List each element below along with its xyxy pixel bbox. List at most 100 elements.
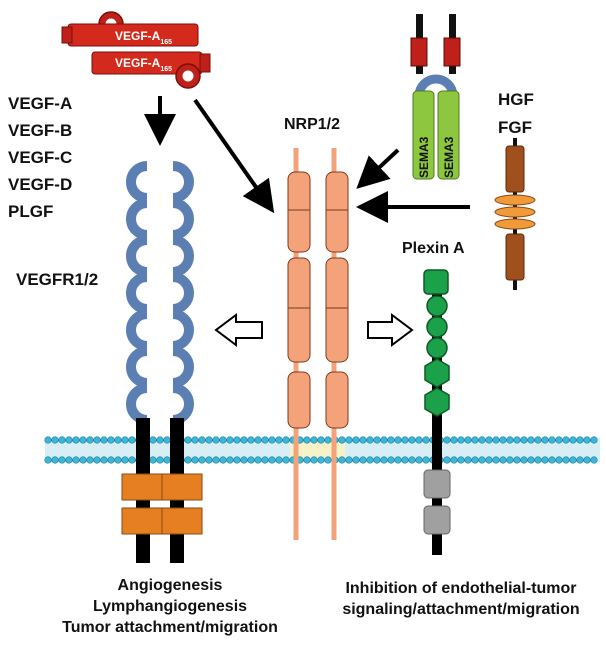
lipid-head [401,436,409,444]
lipid-head [506,436,514,444]
outcome-right: Inhibition of endothelial-tumor signalin… [318,578,604,620]
lipid-head [44,436,52,444]
vegfr-ig-domain [126,161,148,203]
vegfr-ig-domain [172,383,194,425]
lipid-head [387,456,395,464]
lipid-head [240,436,248,444]
vegfr-ig-domain [172,198,194,240]
lipid-head [198,436,206,444]
lipid-head [184,456,192,464]
lipid-head [121,456,129,464]
hgf-label: HGF [498,90,534,109]
lipid-head [576,456,584,464]
vegfr-kinase-domains [121,473,203,535]
vegf-top-label: VEGF-A165 [115,29,172,46]
lipid-head [233,436,241,444]
lipid-head [541,436,549,444]
vegfr-ig-domain [126,272,148,314]
vegfr-ig-domain [172,161,194,203]
lipid-head [156,456,164,464]
lipid-head [471,456,479,464]
lipid-head [338,456,346,464]
lipid-head [107,436,115,444]
lipid-head [114,456,122,464]
lipid-head [226,456,234,464]
lipid-head [366,436,374,444]
lipid-head [464,436,472,444]
vegf-ligand-top [61,11,199,47]
vegfr-ig-domain [172,309,194,351]
sema3-left-label: SEMA3 [417,136,431,178]
lipid-head [422,436,430,444]
lipid-head [261,436,269,444]
lipid-head [415,456,423,464]
outcome-left-line: Angiogenesis [117,577,223,594]
lipid-head [373,436,381,444]
lipid-head [345,456,353,464]
lipid-head [499,456,507,464]
sema3-right-label: SEMA3 [442,136,456,178]
arrow-vegf-to-nrp [193,98,275,214]
lipid-head [387,436,395,444]
lipid-head [583,456,591,464]
lipid-head [422,456,430,464]
lipid-head [478,436,486,444]
lipid-head [93,436,101,444]
lipid-head [520,456,528,464]
lipid-head [464,456,472,464]
lipid-head [506,456,514,464]
lipid-head [254,436,262,444]
lipid-head [443,456,451,464]
vegf-bottom-label: VEGF-A165 [115,56,172,73]
lipid-head [457,456,465,464]
lipid-head [149,456,157,464]
lipid-head [324,436,332,444]
lipid-head [457,436,465,444]
lipid-head [562,436,570,444]
lipid-head [128,456,136,464]
lipid-head [590,456,598,464]
lipid-head [478,456,486,464]
lipid-head [443,436,451,444]
sema3-ligand [410,14,461,180]
lipid-head [569,436,577,444]
lipid-head [72,436,80,444]
lipid-head [163,436,171,444]
lipid-head [156,436,164,444]
lipid-head [513,436,521,444]
ligand-item: VEGF-D [8,175,73,194]
lipid-head [86,436,94,444]
lipid-head [359,456,367,464]
lipid-head [380,436,388,444]
outline-arrow-to-vegfr [214,313,263,347]
lipid-head [534,456,542,464]
lipid-head [590,436,598,444]
lipid-head [324,456,332,464]
lipid-head [394,436,402,444]
lipid-head [219,456,227,464]
lipid-head [450,456,458,464]
lipid-head [205,456,213,464]
ligand-item: VEGF-B [8,121,73,140]
lipid-head [310,456,318,464]
lipid-head [415,436,423,444]
lipid-head [184,436,192,444]
lipid-head [233,456,241,464]
lipid-head [65,436,73,444]
lipid-head [541,456,549,464]
ligand-item: VEGF-A [8,94,73,113]
lipid-head [261,456,269,464]
lipid-head [247,456,255,464]
vegfr-ig-domain [126,235,148,277]
vegf-ligand-bottom [91,51,211,89]
lipid-head [317,456,325,464]
lipid-head [65,456,73,464]
nrp-label: NRP1/2 [284,116,341,133]
plexin-receptor [423,269,451,555]
lipid-head [58,456,66,464]
lipid-head [86,456,94,464]
lipid-head [485,436,493,444]
lipid-head [219,436,227,444]
lipid-head [499,436,507,444]
lipid-head [79,436,87,444]
